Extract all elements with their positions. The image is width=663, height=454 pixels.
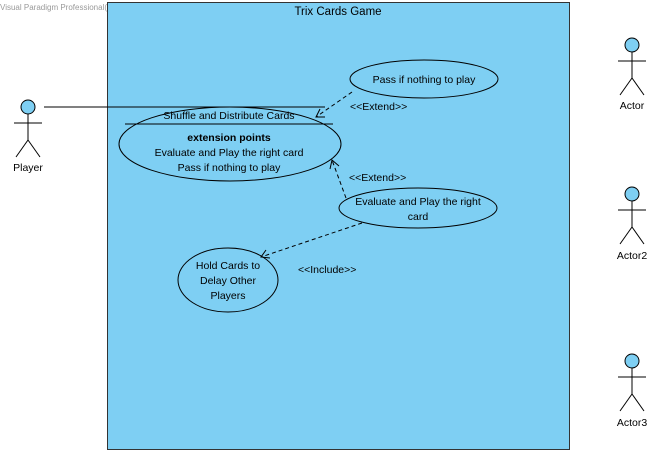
use-case-evaluate-label-line-1: Evaluate and Play the right [355,196,481,208]
actor-actor2-right-leg [631,226,645,245]
use-case-pass[interactable]: Pass if nothing to play [349,59,499,99]
use-case-hold-label-line-3: Players [210,290,245,302]
actor-actor2-head [624,186,640,202]
actor-player[interactable]: Player [13,99,43,174]
relation-include-hold[interactable]: <<Include>> [260,222,363,276]
extend-pass-label: <<Extend>> [350,101,407,113]
actor-player-left-leg [15,139,29,158]
actor-actor-label: Actor [620,100,645,112]
extend-evaluate-arrowhead [329,159,340,170]
relation-extend-evaluate[interactable]: <<Extend>> [329,159,406,199]
actor-actor-right-leg [631,77,645,96]
actor-player-label: Player [13,162,43,174]
use-case-shuffle-name: Shuffle and Distribute Cards [163,110,294,122]
use-case-evaluate-label-line-2: card [408,211,429,223]
extension-points-heading: extension points [187,132,271,144]
use-case-hold[interactable]: Hold Cards to Delay Other Players [177,247,279,313]
use-case-pass-shape[interactable] [349,59,499,99]
include-hold-label: <<Include>> [298,264,356,276]
extend-pass-arrowhead [315,108,325,118]
actor-actor3-right-leg [631,393,645,412]
actor-actor3[interactable]: Actor3 [617,353,648,429]
use-case-hold-shape[interactable] [177,247,279,313]
actor-actor-left-leg [619,77,633,96]
use-case-pass-label: Pass if nothing to play [373,74,476,86]
actor-actor3-left-leg [619,393,633,412]
use-case-shuffle-shape[interactable] [118,106,342,182]
extension-point-pass: Pass if nothing to play [178,162,281,174]
relation-extend-pass[interactable]: <<Extend>> [315,91,407,118]
actor-player-head [20,99,36,115]
extend-pass-line[interactable] [315,91,353,118]
use-case-evaluate[interactable]: Evaluate and Play the right card [338,187,498,229]
use-case-hold-label-line-1: Hold Cards to [196,260,260,272]
use-case-hold-label-line-2: Delay Other [200,275,257,287]
extend-evaluate-label: <<Extend>> [349,172,406,184]
include-hold-line[interactable] [260,222,363,258]
actor-actor-head [624,37,640,53]
system-title: Trix Cards Game [294,6,381,18]
actor-actor2-left-leg [619,226,633,245]
include-hold-arrowhead [260,249,271,259]
actor-actor2[interactable]: Actor2 [617,186,648,262]
actor-player-right-leg [27,139,41,158]
actor-actor3-label: Actor3 [617,417,648,429]
actor-actor2-label: Actor2 [617,250,648,262]
actor-actor[interactable]: Actor [618,37,646,112]
use-case-shuffle[interactable]: Shuffle and Distribute Cards extension p… [118,106,342,182]
extension-point-evaluate: Evaluate and Play the right card [155,147,304,159]
use-case-evaluate-shape[interactable] [338,187,498,229]
actor-actor3-head [624,353,640,369]
system-boundary[interactable] [107,2,570,450]
